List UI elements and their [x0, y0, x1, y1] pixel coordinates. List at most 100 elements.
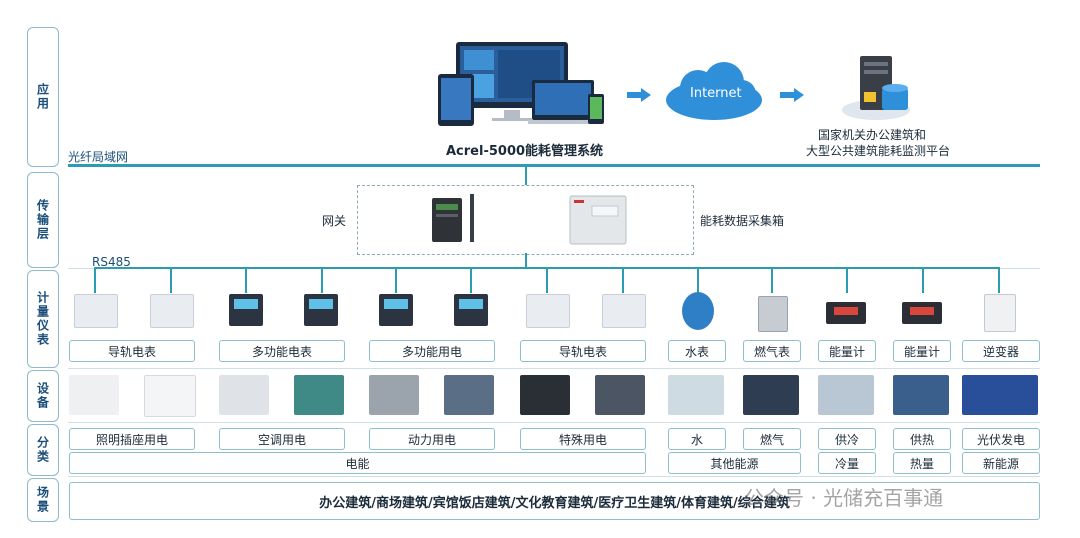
arrow-to-platform — [780, 92, 794, 98]
gas-stove-image — [743, 375, 799, 415]
arrow-to-internet — [627, 92, 641, 98]
energy-group: 其他能源 — [668, 452, 801, 474]
connector — [470, 267, 472, 293]
layer-meters-label: 计量仪表 — [35, 291, 50, 347]
connector — [998, 267, 1000, 293]
cloud-label: Internet — [690, 86, 742, 101]
separator — [68, 368, 1040, 369]
lighting-socket-image — [69, 375, 119, 415]
layer-devices: 设备 — [27, 370, 59, 422]
boiler-image — [893, 375, 949, 415]
separator — [68, 422, 1040, 423]
connector — [622, 267, 624, 293]
usage-label: 燃气 — [743, 428, 801, 450]
equipment-room-image — [595, 375, 645, 415]
multifunction-meter-icon — [229, 294, 263, 326]
inverter-icon — [984, 294, 1016, 332]
din-rail-meter-icon — [74, 294, 118, 328]
power-outlet-image — [144, 375, 196, 417]
connector — [546, 267, 548, 293]
connector — [771, 267, 773, 293]
connector — [395, 267, 397, 293]
connector — [697, 267, 699, 293]
energy-group: 热量 — [893, 452, 951, 474]
meter-label: 导轨电表 — [69, 340, 195, 362]
watermark: 公众号 · 光储充百事通 — [744, 486, 944, 510]
scene-text: 办公建筑/商场建筑/宾馆饭店建筑/文化教育建筑/医疗卫生建筑/体育建筑/综合建筑 — [319, 495, 790, 511]
gateway-device-icon — [432, 194, 474, 242]
meter-label: 水表 — [668, 340, 726, 362]
usage-label: 动力用电 — [369, 428, 495, 450]
faucet-image — [668, 375, 724, 415]
connector — [321, 267, 323, 293]
layer-application-label: 应用 — [35, 83, 50, 111]
ceiling-ac-image — [219, 375, 269, 415]
multifunction-meter-icon — [304, 294, 338, 326]
cloud-icon — [666, 62, 762, 120]
connector — [94, 267, 96, 293]
meter-label: 导轨电表 — [520, 340, 646, 362]
gas-meter-icon — [758, 296, 788, 332]
multifunction-meter-icon — [454, 294, 488, 326]
monitor-screens-illustration — [438, 42, 604, 126]
usage-label: 空调用电 — [219, 428, 345, 450]
arrow-to-internet-head — [641, 88, 651, 102]
usage-label: 光伏发电 — [962, 428, 1040, 450]
usage-label: 供热 — [893, 428, 951, 450]
water-meter-icon — [682, 292, 714, 330]
energy-group: 冷量 — [818, 452, 876, 474]
energy-group: 新能源 — [962, 452, 1040, 474]
meter-label: 逆变器 — [962, 340, 1040, 362]
separator — [68, 476, 1040, 477]
connector — [245, 267, 247, 293]
din-rail-meter-icon — [602, 294, 646, 328]
layer-meters: 计量仪表 — [27, 270, 59, 368]
din-rail-meter-icon — [526, 294, 570, 328]
energy-meter-icon — [826, 302, 866, 324]
usage-label: 照明插座用电 — [69, 428, 195, 450]
system-name: Acrel-5000能耗管理系统 — [446, 144, 604, 159]
connector — [170, 267, 172, 293]
collector-box-icon — [569, 195, 627, 245]
rs485-label: RS485 — [92, 255, 131, 269]
layer-category: 分类 — [27, 424, 59, 476]
lan-label: 光纤局域网 — [68, 150, 129, 164]
connector — [525, 167, 527, 185]
layer-devices-label: 设备 — [35, 382, 50, 410]
usage-label: 供冷 — [818, 428, 876, 450]
solar-panel-image — [962, 375, 1038, 415]
transport-group — [357, 185, 694, 255]
connector — [846, 267, 848, 293]
fiber-lan-line — [68, 164, 1040, 167]
meter-label: 多功能电表 — [219, 340, 345, 362]
chiller-image — [818, 375, 874, 415]
collector-label: 能耗数据采集箱 — [700, 214, 785, 228]
energy-group: 电能 — [69, 452, 646, 474]
pump-image — [294, 375, 344, 415]
connector — [525, 253, 527, 267]
elevator-image — [369, 375, 419, 415]
meter-label: 能量计 — [818, 340, 876, 362]
usage-label: 特殊用电 — [520, 428, 646, 450]
connector — [922, 267, 924, 293]
layer-transport-label: 传输层 — [35, 199, 50, 241]
energy-meter-icon — [902, 302, 942, 324]
server-rack-image — [520, 375, 570, 415]
scene-bar: 办公建筑/商场建筑/宾馆饭店建筑/文化教育建筑/医疗卫生建筑/体育建筑/综合建筑 — [69, 482, 1040, 520]
meter-label: 燃气表 — [743, 340, 801, 362]
usage-label: 水 — [668, 428, 726, 450]
layer-scene-label: 场景 — [35, 486, 50, 514]
din-rail-meter-icon — [150, 294, 194, 328]
multifunction-meter-icon — [379, 294, 413, 326]
meter-label: 能量计 — [893, 340, 951, 362]
gateway-label: 网关 — [322, 214, 347, 228]
meter-label: 多功能用电 — [369, 340, 495, 362]
platform-line2: 大型公共建筑能耗监测平台 — [806, 144, 951, 158]
layer-category-label: 分类 — [35, 436, 50, 464]
server-database-icon — [842, 56, 910, 120]
arrow-to-platform-head — [794, 88, 804, 102]
motor-image — [444, 375, 494, 415]
layer-transport: 传输层 — [27, 172, 59, 268]
layer-application: 应用 — [27, 27, 59, 167]
layer-scene: 场景 — [27, 478, 59, 522]
